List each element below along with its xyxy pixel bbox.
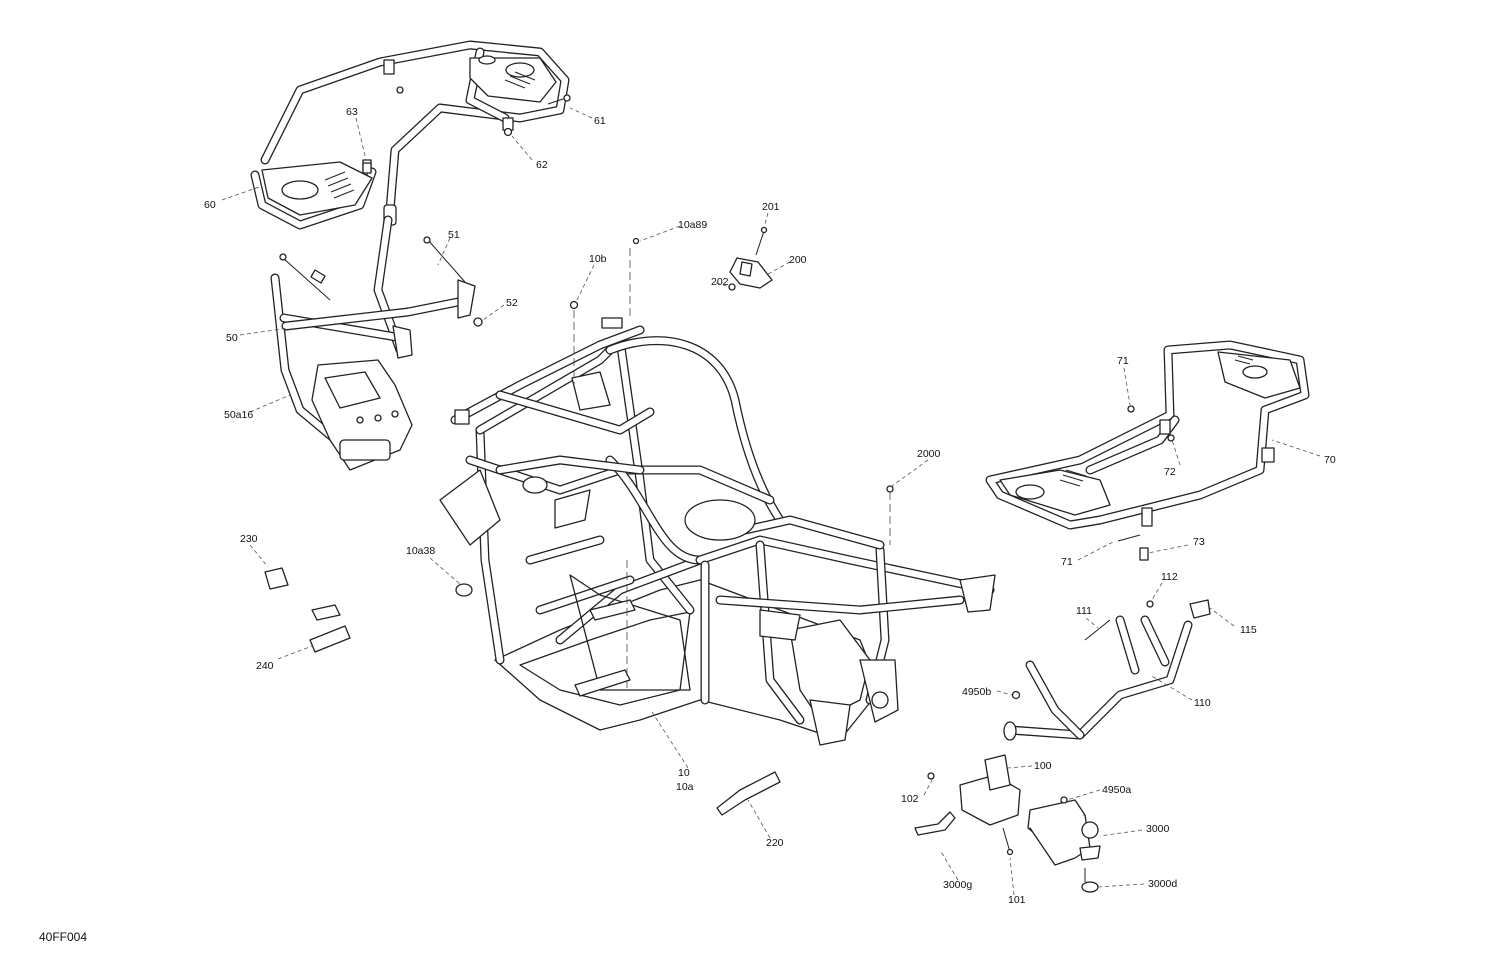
callout-220: 220: [766, 837, 784, 849]
callout-10a89: 10a89: [678, 219, 707, 231]
callout-102: 102: [901, 793, 919, 805]
loose-plates: [264, 567, 781, 816]
callout-50a16: 50a16: [224, 409, 253, 421]
callout-10b: 10b: [589, 253, 607, 265]
callout-labels: 61 62 63 60 51 52 50 50a16 10a89 10b 201…: [204, 106, 1336, 906]
callout-50: 50: [226, 332, 238, 344]
callout-63: 63: [346, 106, 358, 118]
callout-200: 200: [789, 254, 807, 266]
callout-72: 72: [1164, 466, 1176, 478]
callout-71-top: 71: [1117, 355, 1129, 367]
callout-240: 240: [256, 660, 274, 672]
callout-60: 60: [204, 199, 216, 211]
callout-51: 51: [448, 229, 460, 241]
callout-202: 202: [711, 276, 729, 288]
callout-52: 52: [506, 297, 518, 309]
front-rack-60: [250, 40, 570, 230]
callout-3000d: 3000d: [1148, 878, 1177, 890]
callout-230: 230: [240, 533, 258, 545]
leader-lines: [221, 107, 1321, 896]
callout-71-bottom: 71: [1061, 556, 1073, 568]
main-frame-10: [439, 248, 996, 746]
callout-112: 112: [1161, 571, 1178, 583]
fasteners-front-rack: [362, 86, 571, 174]
callout-3000: 3000: [1146, 823, 1170, 835]
callout-10: 10: [678, 767, 690, 779]
callout-61: 61: [594, 115, 606, 127]
callout-101: 101: [1008, 894, 1026, 906]
callout-62: 62: [536, 159, 548, 171]
callout-110: 110: [1194, 697, 1211, 709]
callout-73: 73: [1193, 536, 1205, 548]
bracket-200: [728, 226, 773, 291]
fasteners-rear-rack: [1117, 405, 1175, 561]
figure-id-label: 40FF004: [39, 930, 88, 944]
rear-rack-70: [985, 340, 1310, 530]
callout-111: 111: [1076, 605, 1092, 617]
frame-fasteners: [569, 237, 894, 545]
callout-100: 100: [1034, 760, 1052, 772]
callout-70: 70: [1324, 454, 1336, 466]
callout-201: 201: [762, 201, 780, 213]
callout-4950b: 4950b: [962, 686, 991, 698]
callout-2000: 2000: [917, 448, 941, 460]
callout-10a38: 10a38: [406, 545, 435, 557]
callout-4950a: 4950a: [1102, 784, 1131, 796]
callout-10a: 10a: [676, 781, 694, 793]
rear-bumper-110: [1003, 599, 1211, 741]
callout-3000g: 3000g: [943, 879, 972, 891]
hitch-assembly: [914, 754, 1101, 893]
callout-115: 115: [1240, 624, 1257, 636]
front-bumper-50: [270, 215, 483, 471]
